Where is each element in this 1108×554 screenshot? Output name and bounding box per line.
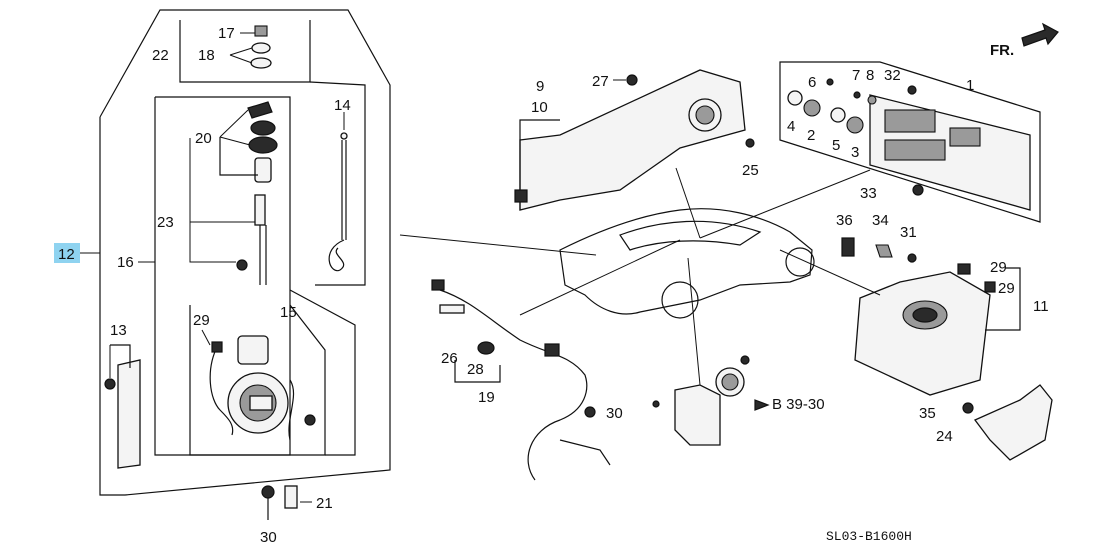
callout-33[interactable]: 33	[860, 185, 877, 202]
callout-12[interactable]: 12	[58, 246, 75, 263]
small-fasteners	[841, 237, 917, 263]
callout-26[interactable]: 26	[441, 350, 458, 367]
callout-35[interactable]: 35	[919, 405, 936, 422]
callout-28[interactable]: 28	[467, 361, 484, 378]
antenna-bracket	[104, 344, 141, 469]
callout-6[interactable]: 6	[808, 74, 816, 91]
callout-30-bottom[interactable]: 30	[260, 529, 277, 546]
callout-1[interactable]: 1	[966, 77, 974, 94]
callout-13[interactable]: 13	[110, 322, 127, 339]
control-unit-housing	[514, 69, 755, 239]
callout-8[interactable]: 8	[866, 67, 874, 84]
callout-10[interactable]: 10	[531, 99, 548, 116]
car-outline	[399, 208, 815, 319]
callout-22[interactable]: 22	[152, 47, 169, 64]
callout-27[interactable]: 27	[592, 73, 609, 90]
callout-4[interactable]: 4	[787, 118, 795, 135]
blower-bracket	[962, 384, 1053, 461]
callout-20[interactable]: 20	[195, 130, 212, 147]
bottom-bolts	[261, 485, 312, 520]
antenna-assembly-group	[99, 9, 391, 496]
callout-36[interactable]: 36	[836, 212, 853, 229]
front-direction-arrow: FR.	[990, 22, 1059, 59]
callout-9[interactable]: 9	[536, 78, 544, 95]
callout-30-harness[interactable]: 30	[606, 405, 623, 422]
grommet-stack	[219, 101, 278, 183]
direction-label: FR.	[990, 42, 1014, 59]
antenna-nut-parts	[229, 25, 272, 69]
callout-24[interactable]: 24	[936, 428, 953, 445]
speaker-assembly: B 39-30	[652, 257, 825, 446]
callout-17[interactable]: 17	[218, 25, 235, 42]
mounting-rod	[189, 138, 267, 285]
wiring-harness	[431, 239, 681, 481]
reference-label: B 39-30	[772, 396, 825, 413]
callout-31[interactable]: 31	[900, 224, 917, 241]
callout-7[interactable]: 7	[852, 67, 860, 84]
callout-15[interactable]: 15	[280, 304, 297, 321]
callout-2[interactable]: 2	[807, 127, 815, 144]
callout-19[interactable]: 19	[478, 389, 495, 406]
callout-29-motor[interactable]: 29	[193, 312, 210, 329]
callout-11[interactable]: 11	[1033, 298, 1049, 315]
callout-3[interactable]: 3	[851, 144, 859, 161]
highlighted-callout-box	[54, 243, 80, 263]
callout-29-blower-side[interactable]: 29	[998, 280, 1015, 297]
drawing-code: SL03-B1600H	[826, 529, 912, 544]
callout-29-blower-top[interactable]: 29	[990, 259, 1007, 276]
callout-32[interactable]: 32	[884, 67, 901, 84]
callout-34[interactable]: 34	[872, 212, 889, 229]
climate-control-panel	[699, 61, 1041, 239]
antenna-mast	[328, 112, 348, 272]
callout-25[interactable]: 25	[742, 162, 759, 179]
callout-23[interactable]: 23	[157, 214, 174, 231]
callout-18[interactable]: 18	[198, 47, 215, 64]
callout-14[interactable]: 14	[334, 97, 351, 114]
blower-unit	[779, 249, 1021, 396]
callout-5[interactable]: 5	[832, 137, 840, 154]
antenna-motor	[201, 329, 316, 441]
callout-21[interactable]: 21	[316, 495, 333, 512]
callout-16[interactable]: 16	[117, 254, 134, 271]
